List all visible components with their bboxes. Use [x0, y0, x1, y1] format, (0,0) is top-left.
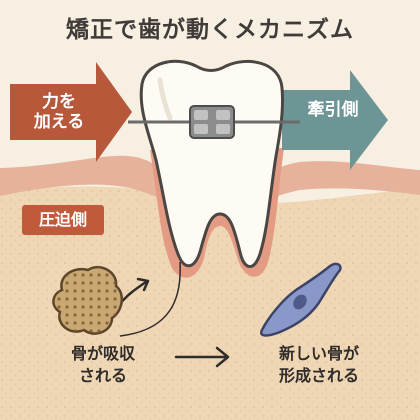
- force-label: 力を 加える: [20, 92, 98, 133]
- bone-formation-caption: 新しい骨が 形成される: [244, 343, 394, 388]
- tooth-highlight: [157, 77, 173, 121]
- formation-line1: 新しい骨が: [278, 344, 359, 363]
- gum-band: [0, 155, 420, 210]
- traction-arrow: [282, 70, 388, 170]
- pressure-label-box: [22, 205, 104, 235]
- resorption-line1: 骨が吸収: [70, 344, 135, 363]
- force-label-line2: 加える: [33, 112, 85, 133]
- resorption-line2: される: [78, 366, 127, 386]
- formation-line2: 形成される: [278, 366, 359, 386]
- traction-side-label: 牽引側: [307, 100, 359, 120]
- leader-line: [119, 261, 181, 337]
- tooth: [139, 59, 285, 268]
- bracket: [189, 105, 235, 139]
- curved-arrow-head: [136, 277, 150, 292]
- diagram-title: 矯正で歯が動くメカニズム: [66, 17, 354, 43]
- bone-texture: [0, 186, 420, 420]
- osteoclast-cell-icon: [52, 265, 124, 335]
- right-arrow-icon: [174, 346, 230, 368]
- bone-resorption-caption: 骨が吸収 される: [38, 343, 168, 388]
- force-arrow: [10, 62, 132, 162]
- osteoblast-cell-icon: [260, 262, 342, 337]
- pressure-side-label: 圧迫側: [38, 210, 87, 229]
- force-label-line1: 力を: [42, 92, 76, 112]
